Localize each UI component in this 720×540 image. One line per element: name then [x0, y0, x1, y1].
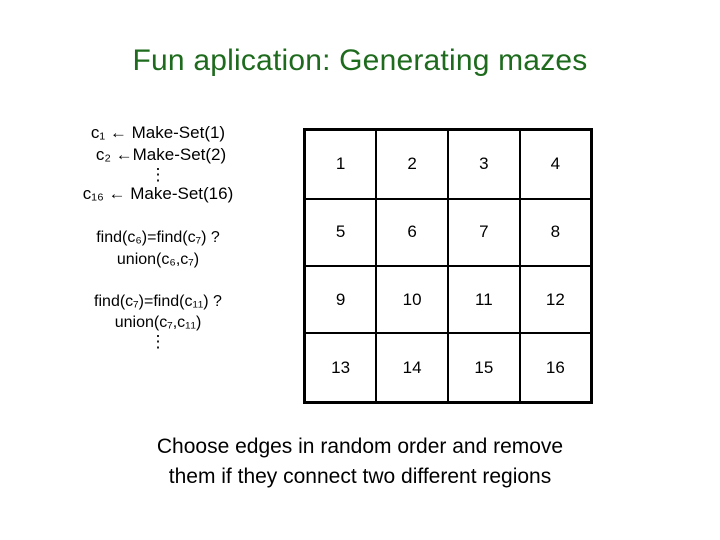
grid-cell: 6 [375, 197, 449, 267]
equation-group-makeset: c₁ ← Make-Set(1) c₂ ←Make-Set(2) ⋮ c₁₆ ←… [18, 122, 298, 205]
grid-cell: 11 [447, 264, 521, 335]
spacer [18, 271, 298, 291]
vertical-ellipsis-icon: ⋮ [18, 164, 298, 184]
equation-line: find(c₇)=find(c₁₁) ? [94, 292, 222, 310]
table-row: 5 6 7 8 [303, 197, 593, 267]
grid-cell: 4 [518, 127, 593, 200]
table-row: 1 2 3 4 [303, 127, 593, 200]
grid-cell: 8 [518, 197, 593, 267]
grid-cell: 3 [447, 127, 521, 200]
grid-cell: 7 [447, 197, 521, 267]
table-row: 13 14 15 16 [303, 332, 593, 405]
grid-cell: 10 [375, 264, 449, 335]
spacer [18, 205, 298, 227]
grid-cell: 12 [518, 264, 593, 335]
equation-group-union-2: find(c₇)=find(c₁₁) ? union(c₇,c₁₁) ⋮ [18, 291, 298, 351]
grid-cell: 5 [303, 197, 378, 267]
vertical-ellipsis-icon: ⋮ [18, 331, 298, 351]
grid-cell: 16 [518, 332, 593, 405]
equation-line: c₂ ←Make-Set(2) [95, 145, 227, 165]
equation-line: union(c₇,c₁₁) [114, 314, 202, 332]
equation-line: find(c₆)=find(c₇) ? [96, 229, 220, 247]
maze-grid: 1 2 3 4 5 6 7 8 9 10 11 12 13 14 15 16 [303, 127, 593, 405]
equation-group-union-1: find(c₆)=find(c₇) ? union(c₆,c₇) [18, 227, 298, 270]
caption-line: them if they connect two different regio… [168, 465, 552, 489]
table-row: 9 10 11 12 [303, 264, 593, 335]
equation-line: c₁ ← Make-Set(1) [90, 123, 226, 142]
vertical-ellipsis-glyph: ⋮ [149, 331, 167, 351]
vertical-ellipsis-glyph: ⋮ [149, 164, 167, 184]
grid-cell: 13 [303, 332, 378, 405]
equations-column: c₁ ← Make-Set(1) c₂ ←Make-Set(2) ⋮ c₁₆ ←… [18, 122, 298, 350]
grid-cell: 2 [375, 127, 449, 200]
slide-caption: Choose edges in random order and remove … [40, 432, 680, 493]
equation-line: c₁₆ ← Make-Set(16) [82, 183, 234, 203]
grid-cell: 15 [447, 332, 521, 405]
caption-line: Choose edges in random order and remove [156, 435, 564, 458]
grid-cell: 14 [375, 332, 449, 405]
equation-line: union(c₆,c₇) [116, 250, 200, 268]
grid-table: 1 2 3 4 5 6 7 8 9 10 11 12 13 14 15 16 [303, 127, 593, 405]
page-title: Fun aplication: Generating mazes [132, 44, 588, 77]
grid-cell: 1 [303, 127, 378, 200]
grid-cell: 9 [303, 264, 378, 335]
